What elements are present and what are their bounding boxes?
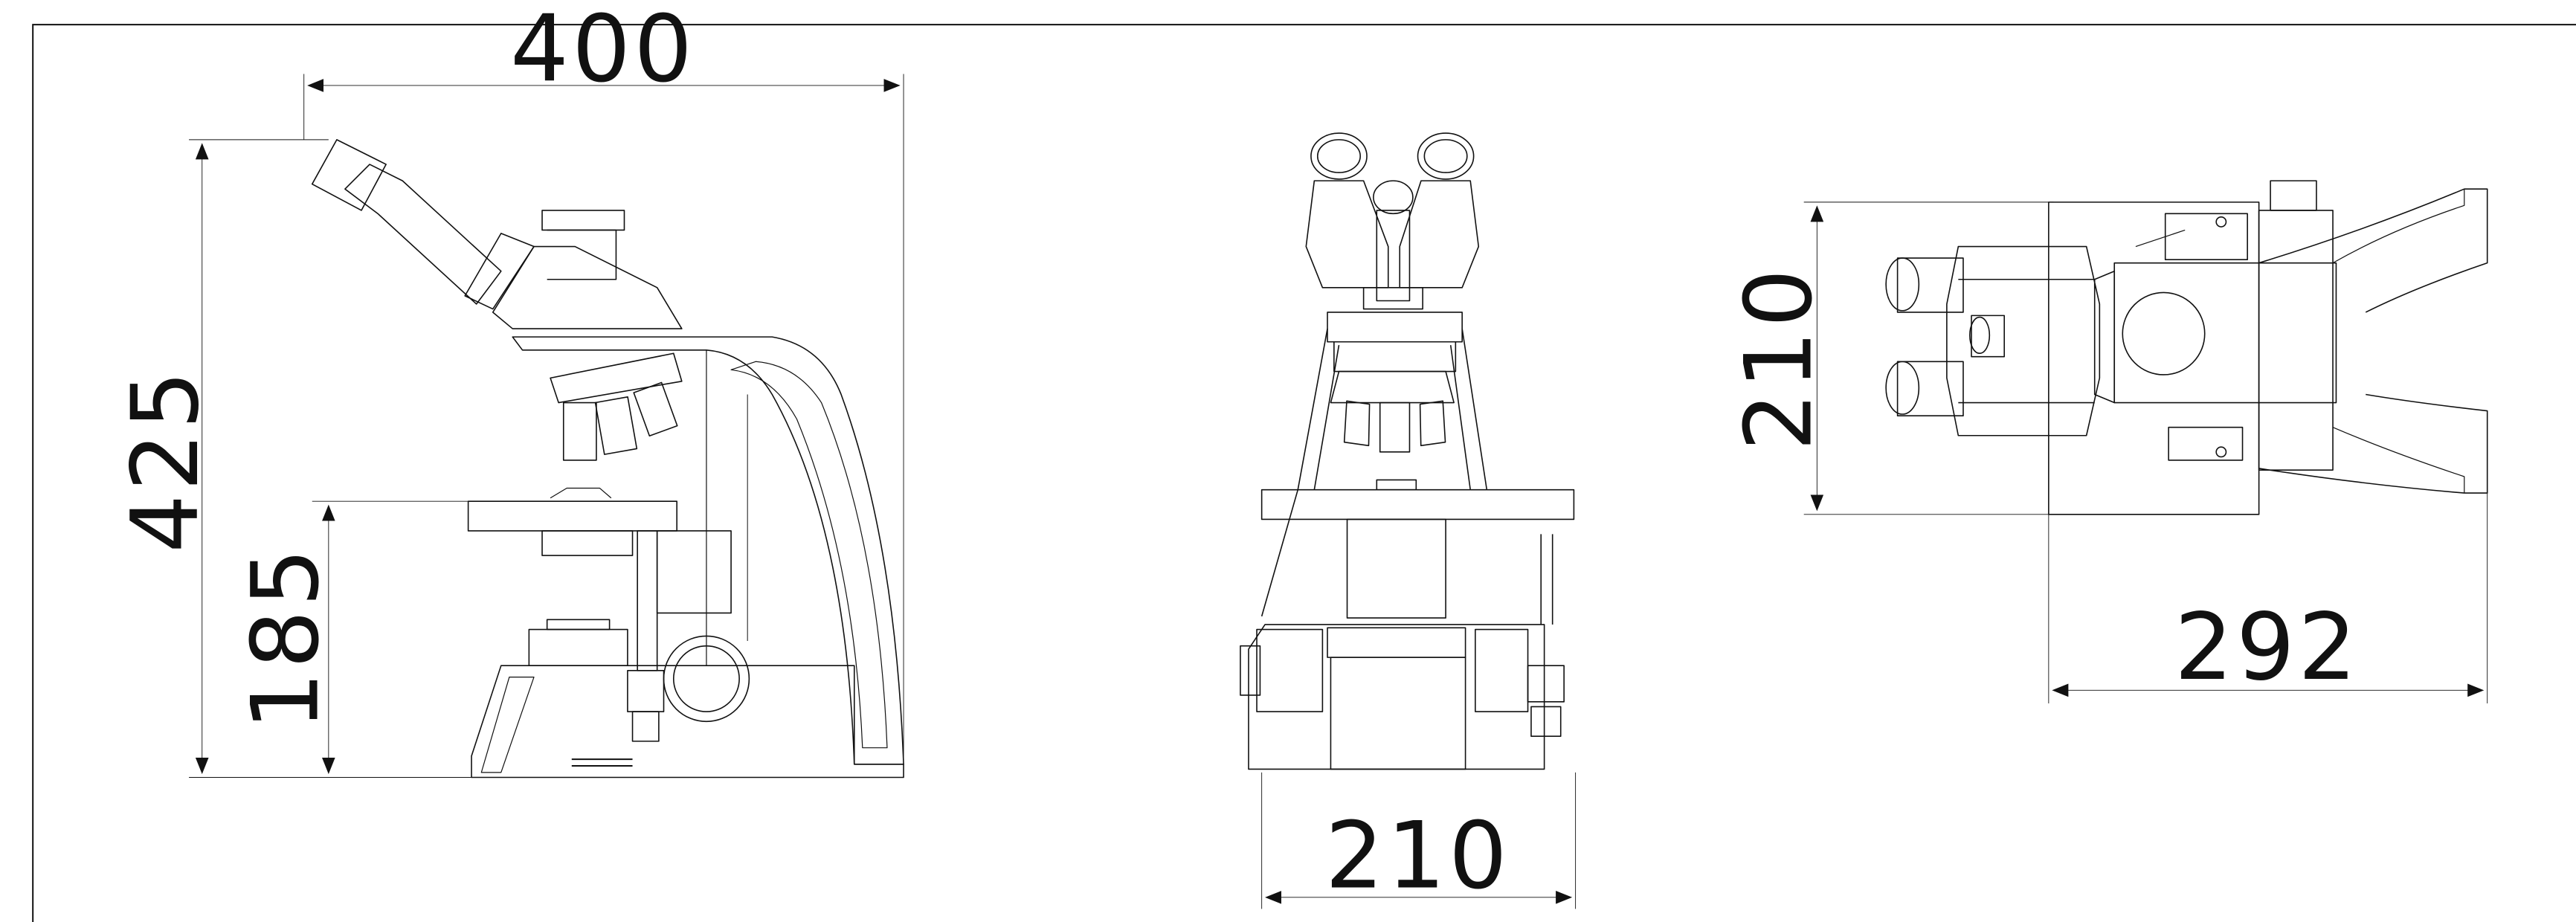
- dimension-stage-height: [312, 501, 468, 775]
- side-arm: [512, 337, 904, 764]
- dim-label-side-height: 425: [112, 367, 219, 553]
- top-arm: [2259, 189, 2488, 312]
- dimension-length-top: [2049, 493, 2488, 703]
- dim-label-top-length: 292: [2174, 594, 2360, 701]
- front-view: [1240, 133, 1576, 909]
- front-binocular: [1306, 133, 1478, 309]
- drawing-frame: [33, 25, 2576, 922]
- top-view: [1804, 181, 2488, 703]
- top-binocular: [1886, 247, 2099, 436]
- dimension-width-side: [304, 74, 904, 772]
- dim-label-stage-height: 185: [232, 545, 339, 731]
- front-stage: [1262, 490, 1574, 520]
- side-head: [312, 140, 682, 329]
- dim-label-side-width: 400: [510, 0, 695, 103]
- dim-label-front-width: 210: [1325, 803, 1510, 910]
- dimension-width-front: [1262, 773, 1576, 909]
- side-view: [189, 74, 904, 777]
- dimension-height-side: [189, 140, 493, 778]
- dim-label-top-depth: 210: [1726, 265, 1833, 451]
- side-base: [471, 665, 904, 777]
- side-stage: [468, 488, 731, 670]
- dimension-depth-top: [1804, 202, 2054, 515]
- side-objectives: [550, 353, 682, 460]
